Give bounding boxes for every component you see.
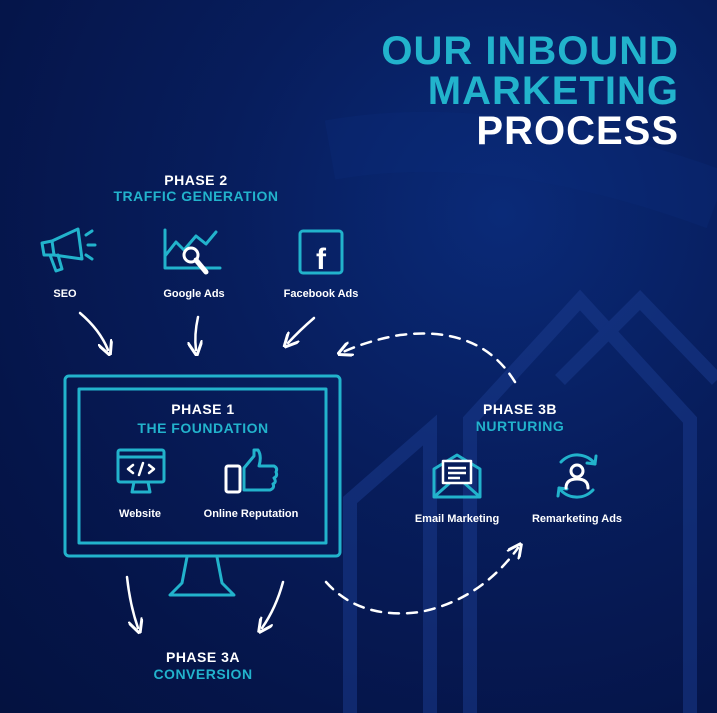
arrow-nurturing-to-foundation [343,332,517,384]
phase3b-name: NURTURING [475,418,565,434]
online-reputation-label: Online Reputation [203,508,299,520]
facebook-ads-label: Facebook Ads [283,288,359,300]
google-ads-label: Google Ads [163,288,225,300]
phase2-name: TRAFFIC GENERATION [113,188,279,204]
title-line-1: OUR INBOUND [381,29,679,73]
arrow-foundation-to-nurturing [324,548,518,615]
arrow-seo-to-foundation [78,311,108,350]
email-icon [432,453,482,499]
code-window-icon [116,448,166,494]
thumbs-up-icon [224,448,279,494]
remarketing-ads-label: Remarketing Ads [531,513,623,525]
phase1-name: THE FOUNDATION [137,420,269,436]
arrow-foundation-to-conversion-right [262,580,285,628]
megaphone-icon [40,227,97,273]
phase2-label: PHASE 2 [164,172,228,188]
facebook-icon: f [298,229,344,276]
seo-label: SEO [53,288,77,300]
arrow-google-to-foundation [195,315,198,350]
arrow-facebook-to-foundation [288,316,316,343]
title-line-2: MARKETING [427,69,679,113]
phase3a-name: CONVERSION [153,666,253,682]
title-line-3: PROCESS [476,109,679,153]
phase3a-label: PHASE 3A [165,649,241,665]
website-label: Website [119,508,161,520]
svg-text:f: f [316,243,327,276]
phase3b-label: PHASE 3B [482,401,558,417]
chart-search-icon [163,228,222,275]
arrow-foundation-to-conversion-left [125,575,138,628]
email-marketing-label: Email Marketing [414,513,500,525]
user-cycle-icon [556,453,598,499]
phase1-label: PHASE 1 [171,401,235,417]
